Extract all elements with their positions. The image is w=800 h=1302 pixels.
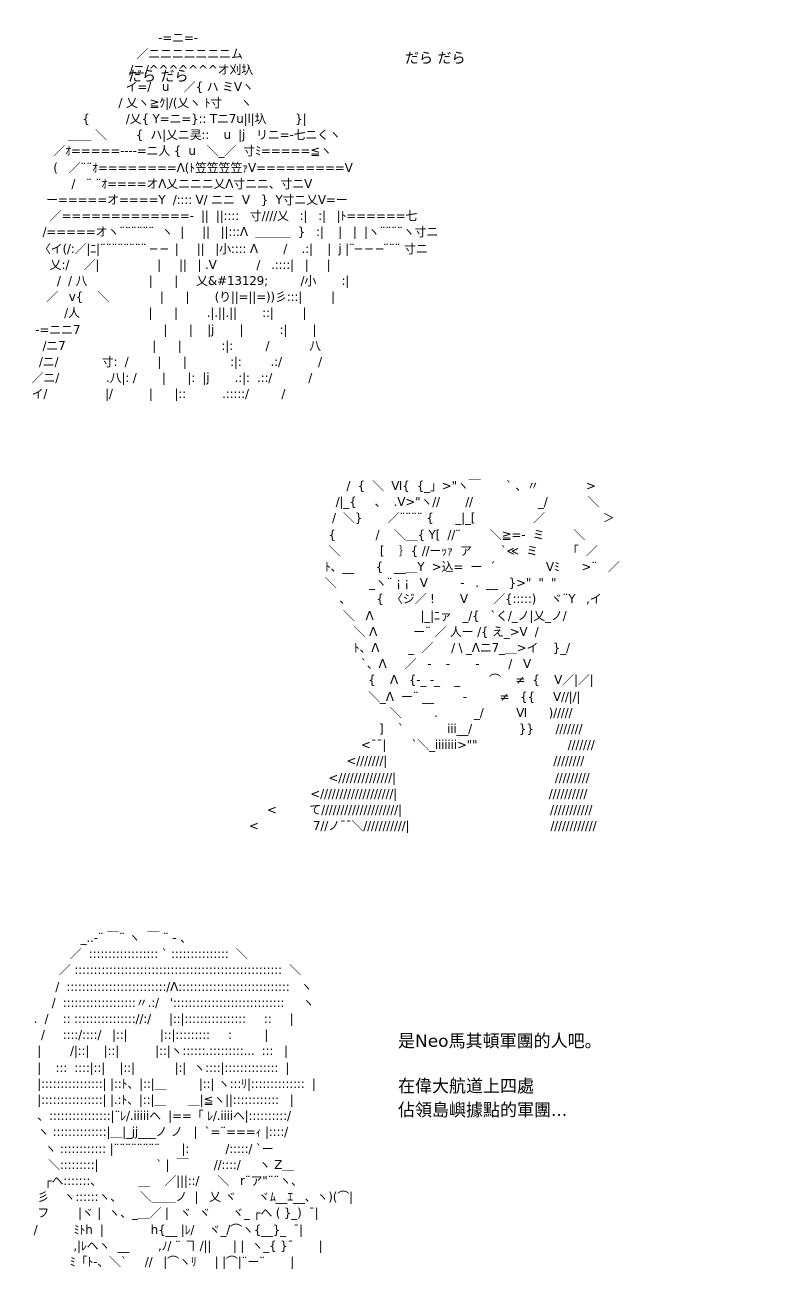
dialogue-line-3: 佔領島嶼據點的軍團... <box>398 1101 568 1121</box>
ascii-art-group-figures: -=ニ=- ／ニニニニニニニム /ニ/^^^^^^^オ刈圦 イ=/ u ／{ ハ… <box>31 31 439 402</box>
sfx-dara-left: だら だら <box>128 69 189 85</box>
dialogue-box: 是Neo馬其頓軍團的人吧。 在偉大航道上四處 佔領島嶼據點的軍團... <box>398 1030 788 1123</box>
dialogue-spacer <box>398 1054 788 1075</box>
ascii-art-speaker-portrait: _..-¨ ￣¨ ヽ ￣ ¨ ‐ 、 ／ :::::::::::::::::: … <box>33 931 353 1270</box>
dialogue-line-1: 是Neo馬其頓軍團的人吧。 <box>398 1032 602 1052</box>
sfx-dara-right: だら だら <box>405 51 466 67</box>
ascii-art-charging-figure: / { ＼ Ⅵ{ {_」>"ヽ￣ ` 、〃 > /|_{ 、 .V>"ヽ// /… <box>248 479 620 834</box>
dialogue-line-2: 在偉大航道上四處 <box>398 1077 534 1097</box>
